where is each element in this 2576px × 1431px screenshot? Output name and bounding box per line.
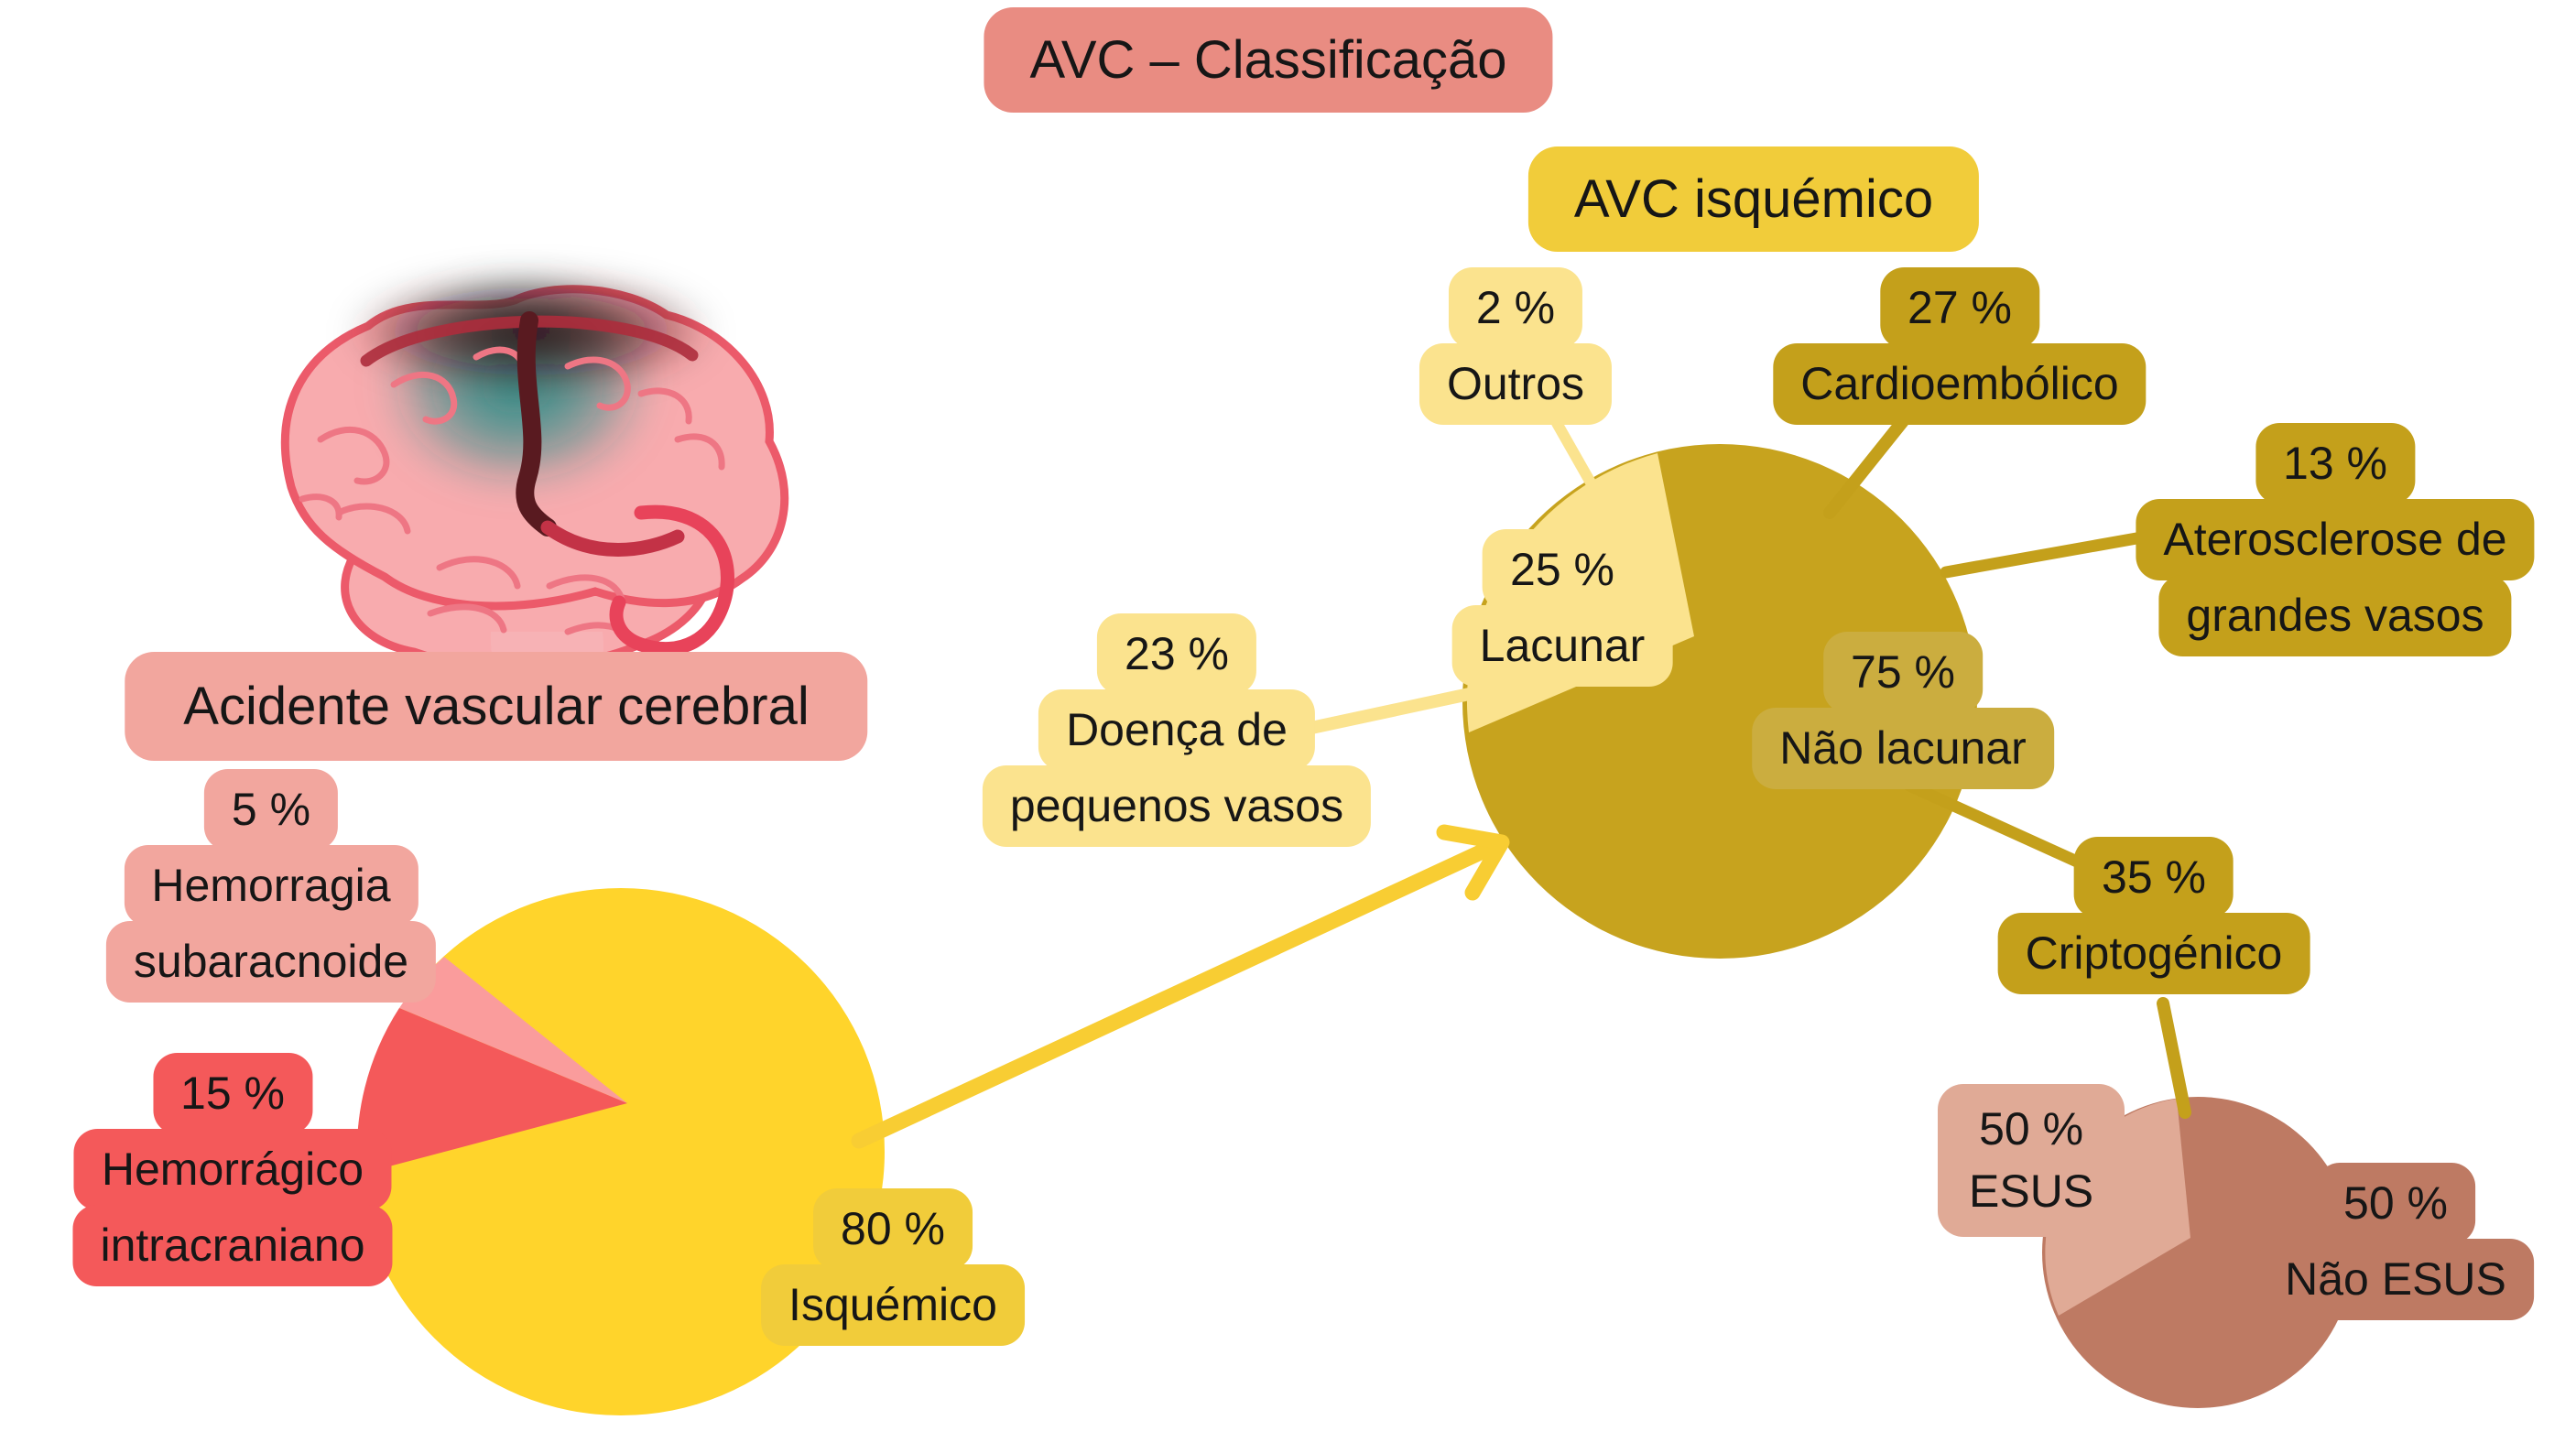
label-isquemico: 80 % Isquémico [761, 1188, 1025, 1346]
label-esus: 50 % ESUS [1938, 1084, 2125, 1237]
section-title-avc-isquemico: AVC isquémico [1527, 146, 1980, 253]
brain-illustration [280, 275, 789, 703]
name-cardioembolico: Cardioembólico [1773, 343, 2147, 425]
name-isquemico: Isquémico [761, 1264, 1025, 1346]
pct-nao-esus: 50 % [2316, 1163, 2475, 1244]
label-hemorragico-intracraniano: 15 % Hemorrágico intracraniano [72, 1053, 393, 1286]
wedge-hemorragico-15 [356, 1008, 627, 1175]
name-lacunar: Lacunar [1451, 605, 1673, 687]
pct-cardioembolico: 27 % [1880, 267, 2039, 349]
connector-criptogenico-esus [2157, 997, 2191, 1119]
name-criptogenico: Criptogénico [1997, 913, 2310, 994]
name-doenca-2: pequenos vasos [982, 765, 1372, 847]
name-esus: ESUS [1969, 1165, 2094, 1217]
pct-doenca: 23 % [1097, 613, 1256, 695]
name-aterosclerose-1: Aterosclerose de [2136, 499, 2535, 580]
pct-esus: 50 % [1979, 1103, 2084, 1155]
pct-lacunar: 25 % [1483, 529, 1642, 611]
name-hemorragico-2: intracraniano [72, 1205, 393, 1286]
name-outros: Outros [1418, 343, 1613, 425]
label-cardioembolico: 27 % Cardioembólico [1773, 267, 2147, 425]
name-nao-esus: Não ESUS [2257, 1239, 2534, 1320]
pie-avc-types [356, 888, 885, 1415]
name-subaracnoide-1: Hemorragia [124, 845, 418, 927]
brain-caption: Acidente vascular cerebral [125, 652, 868, 762]
name-aterosclerose-2: grandes vasos [2158, 575, 2512, 656]
brain-vessel-mid [540, 520, 685, 557]
connector-doenca [1305, 676, 1531, 734]
arrow-isquemico-to-subtypes [851, 824, 1510, 1149]
name-nao-lacunar: Não lacunar [1752, 708, 2054, 789]
name-hemorragico-1: Hemorrágico [73, 1129, 392, 1210]
label-doenca-pequenos-vasos: 23 % Doença de pequenos vasos [982, 613, 1372, 847]
label-nao-esus: 50 % Não ESUS [2257, 1163, 2534, 1320]
pct-hemorragico: 15 % [153, 1053, 312, 1134]
label-outros: 2 % Outros [1418, 267, 1613, 425]
label-hemorragia-subaracnoide: 5 % Hemorragia subaracnoide [105, 769, 437, 1003]
pct-aterosclerose: 13 % [2255, 423, 2415, 504]
brain-gyri-squiggles [299, 346, 725, 648]
name-subaracnoide-2: subaracnoide [105, 921, 437, 1003]
connector-outros [1551, 417, 1608, 509]
label-aterosclerose: 13 % Aterosclerose de grandes vasos [2136, 423, 2535, 656]
label-criptogenico: 35 % Criptogénico [1997, 837, 2310, 994]
wedge-subaracnoide-5 [399, 957, 627, 1103]
pct-nao-lacunar: 75 % [1823, 632, 1983, 713]
label-lacunar: 25 % Lacunar [1451, 529, 1673, 687]
pct-isquemico: 80 % [813, 1188, 973, 1270]
pct-criptogenico: 35 % [2074, 837, 2234, 918]
page-title: AVC – Classificação [984, 7, 1553, 114]
pct-outros: 2 % [1448, 267, 1583, 349]
label-nao-lacunar: 75 % Não lacunar [1752, 632, 2054, 789]
name-doenca-1: Doença de [1038, 689, 1315, 771]
pct-subaracnoide: 5 % [203, 769, 339, 851]
brain-vessel-loop [609, 504, 734, 656]
connector-cardioembolico [1823, 415, 1909, 519]
connector-aterosclerose [1940, 529, 2158, 579]
connectors [1305, 415, 2191, 1119]
brain-main-vessel-dark [516, 311, 557, 537]
